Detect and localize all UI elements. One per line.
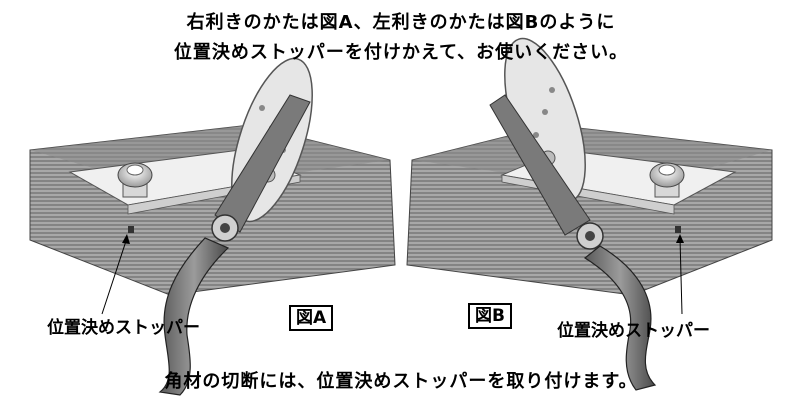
knob-b bbox=[649, 162, 685, 198]
arrow-line-a bbox=[101, 237, 128, 315]
figure-a-label: 図A bbox=[289, 305, 334, 331]
stopper-label-b: 位置決めストッパー bbox=[557, 321, 710, 341]
footer-note: 角材の切断には、位置決めストッパーを取り付けます。 bbox=[164, 371, 638, 392]
blade-b bbox=[489, 94, 591, 236]
stopper-part-b bbox=[675, 226, 681, 233]
stopper-part-a bbox=[128, 226, 134, 233]
grip-a bbox=[158, 237, 230, 396]
figure-b-label: 図B bbox=[468, 303, 512, 329]
figure-a-drawing bbox=[29, 57, 396, 396]
instruction-line-2: 位置決めストッパーを付けかえて、お使いください。 bbox=[173, 42, 629, 63]
arrow-line-b bbox=[679, 237, 683, 315]
grip-b bbox=[583, 245, 657, 391]
figure-b-drawing bbox=[406, 37, 773, 391]
instruction-line-1: 右利きのかたは図A、左利きのかたは図Bのように bbox=[186, 12, 616, 33]
knob-a bbox=[117, 162, 153, 198]
stopper-label-a: 位置決めストッパー bbox=[47, 318, 200, 338]
